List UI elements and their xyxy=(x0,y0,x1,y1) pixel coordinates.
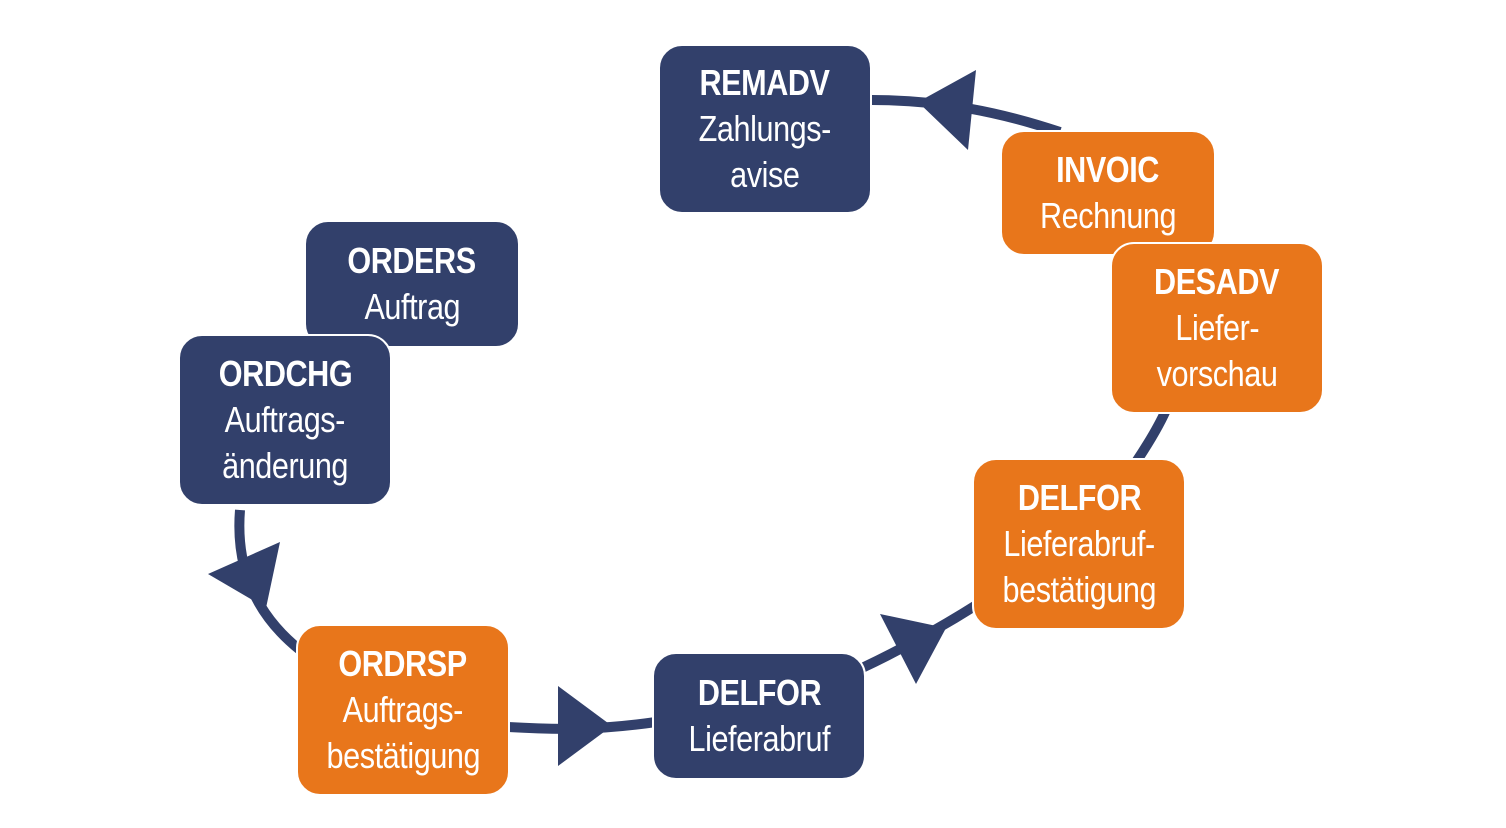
node-code: ORDCHG xyxy=(218,353,352,394)
node-desc: avise xyxy=(730,154,800,195)
node-desc: Rechnung xyxy=(1039,195,1177,236)
node-code: DELFOR xyxy=(697,672,821,713)
arrowhead-ordchg-ordrsp xyxy=(208,542,280,608)
node-desc: Auftrags- xyxy=(342,689,464,730)
node-code: REMADV xyxy=(699,62,831,103)
arrowhead-ordrsp-delfor xyxy=(558,686,612,766)
node-desc: Auftrags- xyxy=(224,399,346,440)
arrowhead-invoic-remadv xyxy=(918,70,976,150)
node-code: INVOIC xyxy=(1056,149,1160,190)
node-desc: Lieferabruf- xyxy=(1003,523,1155,564)
node-invoic: INVOIC Rechnung xyxy=(1000,130,1216,256)
node-code: DESADV xyxy=(1154,261,1280,302)
node-delfor: DELFOR Lieferabruf xyxy=(652,652,866,780)
node-desc: Zahlungs- xyxy=(698,108,832,149)
node-ordrsp: ORDRSP Auftrags- bestätigung xyxy=(296,624,510,796)
node-ordchg: ORDCHG Auftrags- änderung xyxy=(178,334,392,506)
node-desc: änderung xyxy=(222,445,348,486)
node-desc: Liefer- xyxy=(1175,307,1259,348)
node-remadv: REMADV Zahlungs- avise xyxy=(658,44,872,214)
node-desadv: DESADV Liefer- vorschau xyxy=(1110,242,1324,414)
edge-delforconf-desadv xyxy=(1131,407,1171,465)
node-delfor-confirmation: DELFOR Lieferabruf- bestätigung xyxy=(972,458,1186,630)
node-desc: Auftrag xyxy=(364,286,460,327)
node-desc: Lieferabruf xyxy=(688,718,830,759)
node-desc: bestätigung xyxy=(326,735,480,776)
node-code: ORDRSP xyxy=(338,643,468,684)
arrowhead-delfor-delforconf xyxy=(880,614,946,684)
node-desc: vorschau xyxy=(1156,353,1278,394)
node-orders: ORDERS Auftrag xyxy=(304,220,520,348)
node-code: ORDERS xyxy=(347,240,477,281)
node-desc: bestätigung xyxy=(1002,569,1156,610)
node-code: DELFOR xyxy=(1017,477,1141,518)
